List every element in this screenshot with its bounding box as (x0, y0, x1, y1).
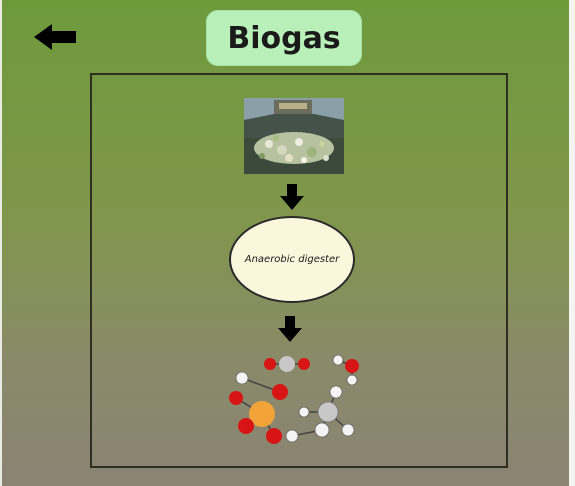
organic-waste-photo (244, 98, 344, 174)
page-title-banner: Biogas (206, 10, 362, 66)
back-arrow-icon (34, 24, 76, 50)
anaerobic-digester-node: Anaerobic digester (229, 216, 355, 303)
biogas-molecules-illustration (222, 350, 372, 450)
page-title: Biogas (227, 20, 341, 56)
anaerobic-digester-label: Anaerobic digester (244, 254, 340, 265)
arrow-down-icon (278, 316, 302, 342)
arrow-down-icon (280, 184, 304, 210)
back-button[interactable] (32, 22, 78, 52)
diagram-panel (90, 73, 508, 468)
